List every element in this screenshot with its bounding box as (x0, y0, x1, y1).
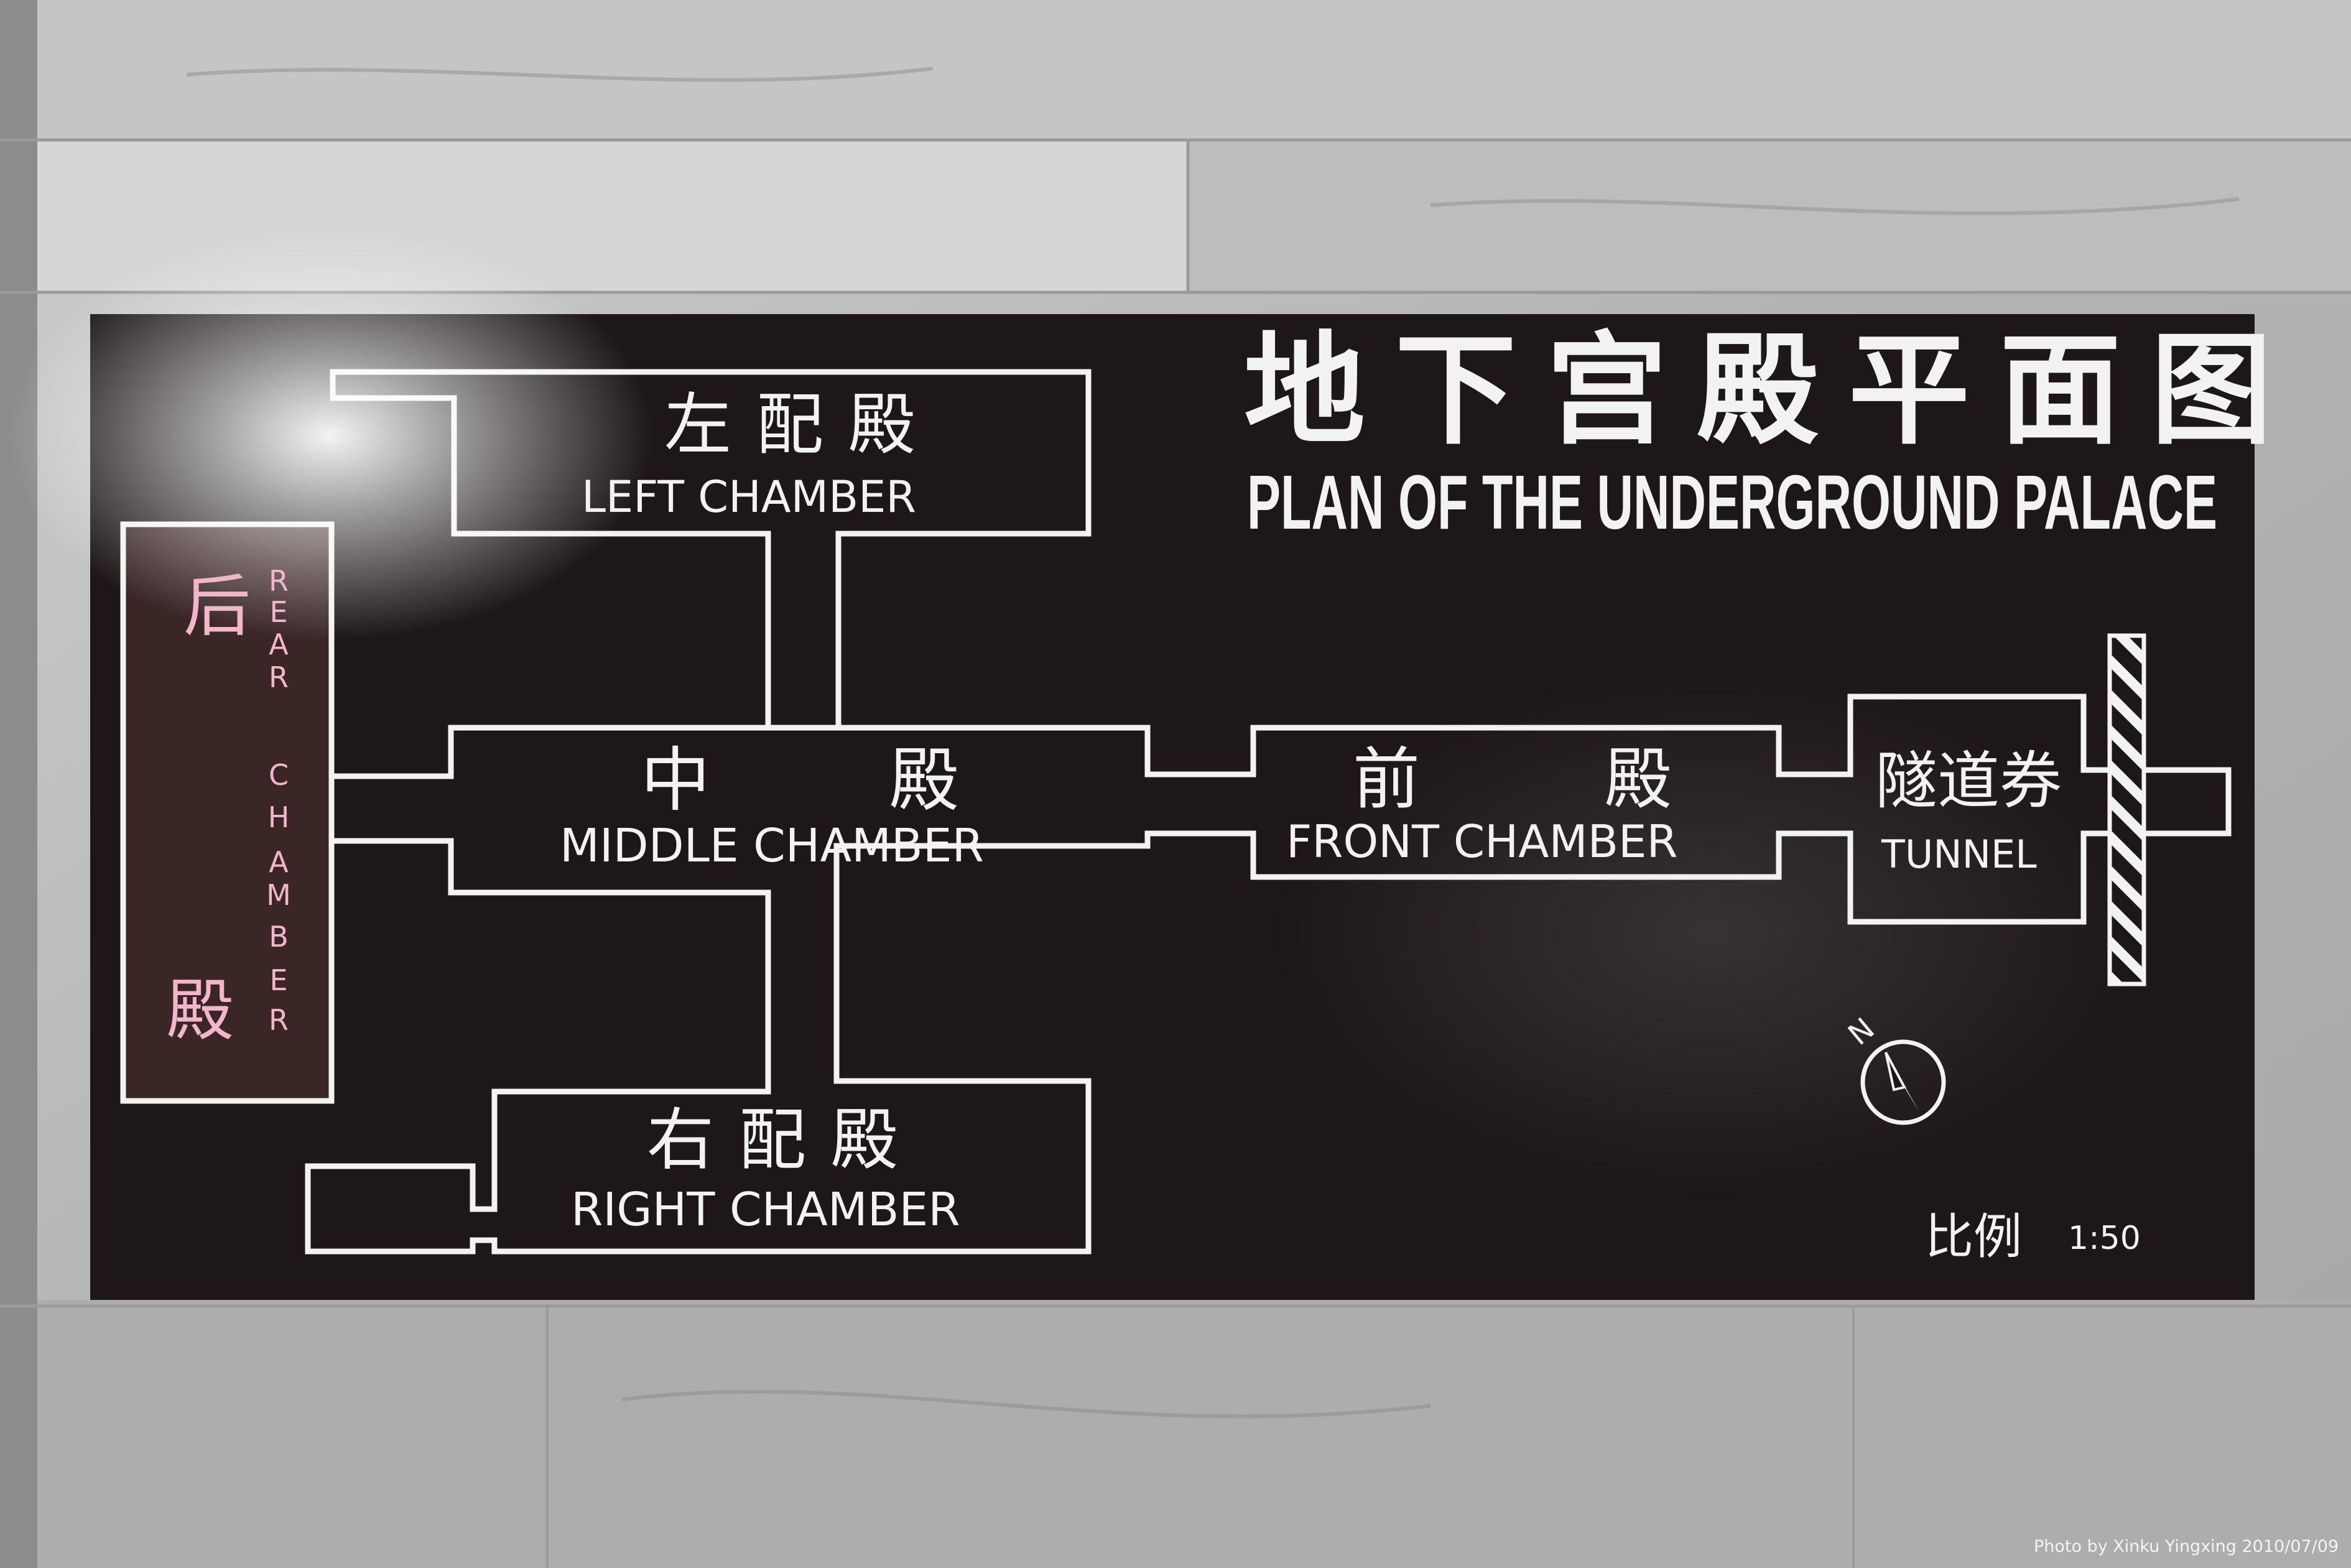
front-chamber-cn-1: 前 (1353, 741, 1420, 819)
right-chamber-cn: 右配殿 (647, 1102, 923, 1179)
scale-value: 1:50 (2068, 1220, 2141, 1257)
rear-chamber-letter: E (269, 963, 287, 997)
tunnel-hatched-wall (2107, 633, 2146, 986)
rear-chamber-letter: R (269, 564, 289, 598)
middle-chamber-en: MIDDLE CHAMBER (560, 819, 984, 873)
sign-haze (1275, 672, 2146, 1194)
rear-chamber-letter: R (269, 661, 289, 694)
rear-chamber-letter: A (269, 845, 289, 879)
rear-chamber-letter: B (269, 920, 289, 953)
tunnel-en: TUNNEL (1881, 832, 2037, 877)
floor-plan-outline (305, 694, 2232, 1255)
rear-chamber-letter: R (269, 1003, 289, 1037)
right-chamber-en: RIGHT CHAMBER (571, 1183, 960, 1236)
middle-chamber-cn-1: 中 (641, 740, 710, 821)
rear-chamber-cn-2: 殿 (167, 972, 234, 1050)
middle-chamber-cn-2: 殿 (889, 740, 959, 821)
photo-credit: Photo by Xinku Yingxing 2010/07/09 (2034, 1537, 2339, 1556)
rear-chamber-letter: H (268, 800, 290, 834)
front-chamber-cn-2: 殿 (1605, 741, 1672, 819)
light-glare (6, 230, 653, 641)
front-chamber-en: FRONT CHAMBER (1286, 815, 1678, 868)
title-english: PLAN OF THE UNDERGROUND PALACE (1247, 460, 2217, 545)
title-chinese: 地下宫殿平面图 (1244, 320, 2302, 461)
rear-chamber-cn-1: 后 (183, 568, 251, 646)
rear-chamber-letter: A (269, 628, 289, 661)
rear-chamber-letter: C (269, 758, 289, 792)
left-chamber-cn: 左配殿 (664, 386, 940, 464)
scale-label: 比例 (1925, 1209, 2022, 1265)
rear-chamber-letter: E (269, 595, 287, 629)
left-chamber-en: LEFT CHAMBER (582, 471, 916, 522)
rear-chamber-letter: M (266, 878, 291, 912)
tunnel-cn: 隧道券 (1875, 745, 2062, 817)
